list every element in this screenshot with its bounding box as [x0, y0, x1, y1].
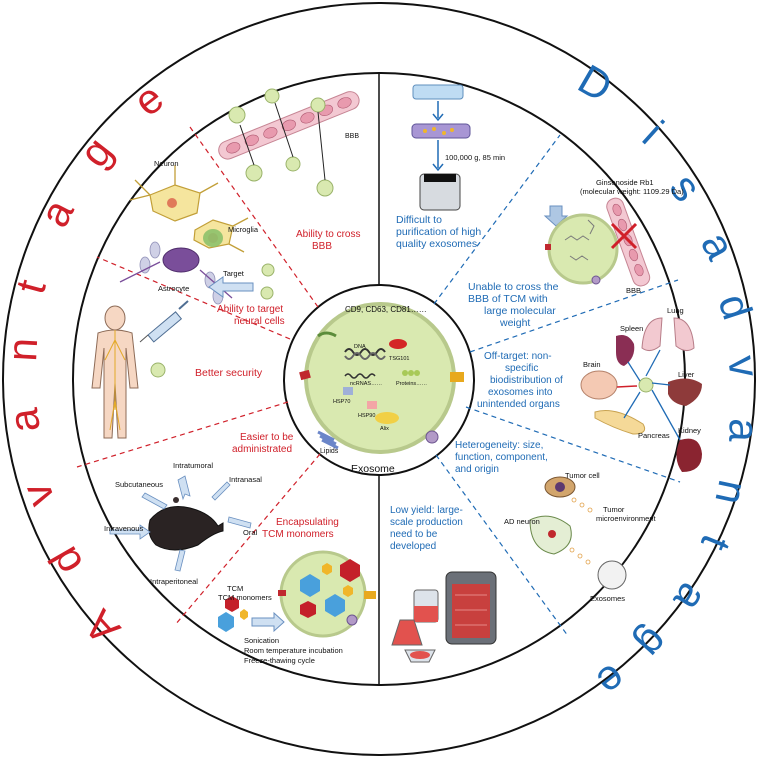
route-intranasal: Intranasal [229, 475, 262, 484]
tumor-cell-label: Tumor cell [565, 471, 600, 480]
center-exosome: CD9, CD63, CD81…… DNA TSG101 ncRNAS…… HS… [299, 302, 464, 475]
center-label-hsp90: HSP90 [358, 413, 375, 419]
organ-spleen: Spleen [620, 324, 643, 333]
microglia-label: Microglia [228, 225, 259, 234]
route-intraperitoneal: Intraperitoneal [150, 577, 198, 586]
liver-icon [668, 378, 702, 406]
advantage-spokes [76, 126, 321, 626]
exosomes-label: Exosomes [590, 594, 625, 603]
security-caption: Better security [195, 367, 263, 379]
centrifuge-label: 100,000 g, 85 min [445, 153, 505, 162]
security-panel: Better security [91, 300, 263, 439]
pancreas-icon [594, 410, 646, 435]
target-arrow [208, 276, 254, 298]
center-markers: CD9, CD63, CD81…… [345, 305, 427, 314]
organ-lung: Lung [667, 306, 684, 315]
ginsenoside-panel: Ginsenoside Rb1 (molecular weight: 1109.… [468, 178, 684, 329]
heterogeneity-caption: Heterogeneity: size,function, component,… [455, 440, 548, 475]
route-oral: Oral [243, 528, 258, 537]
center-title: Exosome [351, 463, 395, 475]
brain-icon [580, 370, 618, 400]
route-subcutaneous: Subcutaneous [115, 480, 163, 489]
bbb-label-right: BBB [626, 286, 641, 295]
center-label-alix: Alix [380, 426, 389, 432]
mol-weight-label: (molecular weight: 1109.29 Da) [580, 187, 684, 196]
spleen-icon [616, 335, 635, 366]
astrocyte-label: Astrocyte [158, 284, 189, 293]
heterogeneity-panel: Heterogeneity: size,function, component,… [455, 440, 657, 603]
neuron-label: Neuron [154, 159, 179, 168]
ginsenoside-label: Ginsenoside Rb1 [596, 178, 654, 187]
method-sonication: Sonication [244, 636, 279, 645]
route-intratumoral: Intratumoral [173, 461, 213, 470]
svg-text:a: a [720, 418, 759, 444]
organ-liver: Liver [678, 370, 695, 379]
method-freeze-thaw: Freeze-thawing cycle [244, 656, 315, 665]
encapsulate-arrow [251, 611, 285, 633]
bbb-label-left: BBB [345, 133, 359, 140]
organ-brain: Brain [583, 360, 601, 369]
organ-pancreas: Pancreas [638, 431, 670, 440]
method-room-temp: Room temperature incubation [244, 646, 343, 655]
route-intravenous: Intravenous [104, 524, 143, 533]
center-label-ncrnas: ncRNAS…… [350, 381, 382, 387]
kidney-icon [676, 438, 702, 472]
syringe-icon [139, 300, 189, 343]
svg-text:n: n [0, 337, 46, 363]
neuron-panel: Neuron Microglia Astrocyte Target Abilit… [119, 159, 285, 327]
blocked-x-icon [610, 222, 638, 250]
organ-kidney: Kidney [678, 426, 701, 435]
center-label-hsp70: HSP70 [333, 399, 350, 405]
center-label-dna: DNA [354, 344, 366, 350]
lung-icon [641, 317, 695, 352]
ad-neuron-label: AD neuron [504, 517, 540, 526]
center-label-tsg101: TSG101 [389, 356, 409, 362]
target-label: Target [223, 269, 245, 278]
center-label-proteins: Proteins…… [396, 381, 427, 387]
center-label-lipids: Lipids [320, 448, 339, 455]
disadvantage-spokes [433, 134, 681, 637]
